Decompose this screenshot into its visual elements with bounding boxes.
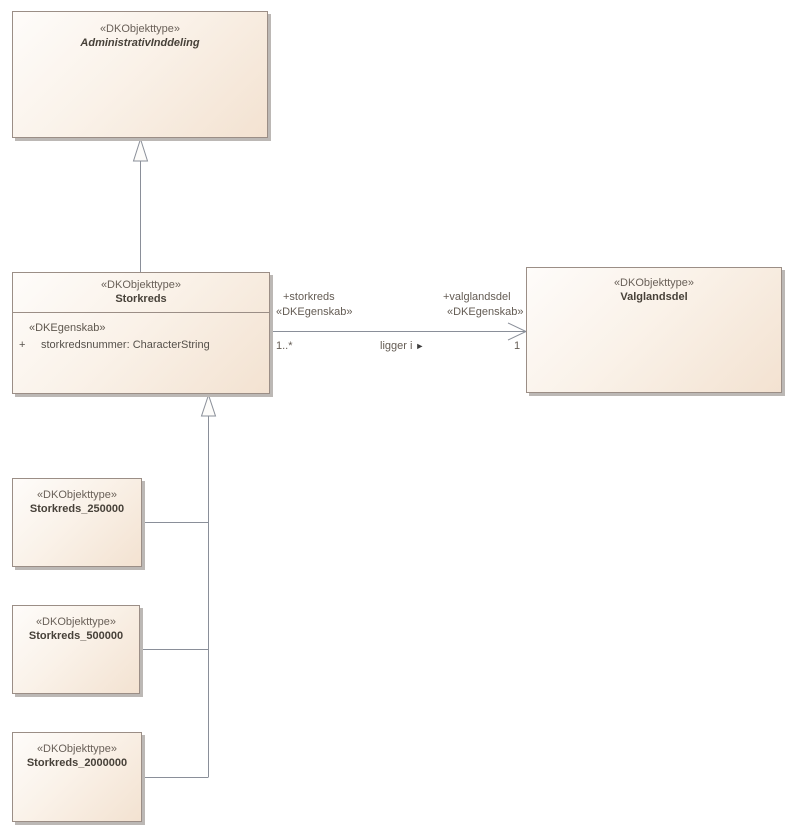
attribute-visibility: + <box>19 339 26 351</box>
class-name: Storkreds <box>115 293 167 305</box>
class-storkreds[interactable]: «DKObjekttype» Storkreds «DKEgenskab» + … <box>12 272 270 394</box>
class-header: «DKObjekttype» Storkreds_500000 <box>13 606 139 644</box>
generalization-subtypes-to-storkreds[interactable] <box>140 393 217 778</box>
class-storkreds-250000[interactable]: «DKObjekttype» Storkreds_250000 <box>12 478 142 567</box>
attribute-storkredsnummer[interactable]: + storkredsnummer: CharacterString <box>13 338 269 352</box>
association-target-multiplicity: 1 <box>514 340 521 352</box>
association-source-multiplicity: 1..* <box>276 340 293 352</box>
association-target-role: +valglandsdel <box>443 291 511 303</box>
class-stereotype: «DKObjekttype» <box>613 277 695 289</box>
class-stereotype: «DKObjekttype» <box>35 616 117 628</box>
class-header: «DKObjekttype» Storkreds_2000000 <box>13 733 141 771</box>
association-storkreds-valglandsdel[interactable] <box>270 322 528 341</box>
class-header: «DKObjekttype» Storkreds <box>13 273 269 312</box>
association-name-label: ligger i► <box>380 340 424 353</box>
class-stereotype: «DKObjekttype» <box>99 23 181 35</box>
generalization-storkreds-to-administrativinddeling[interactable] <box>132 137 149 272</box>
class-header: «DKObjekttype» AdministrativInddeling <box>13 12 267 51</box>
association-direction-arrow-icon: ► <box>415 341 425 351</box>
attribute-text: storkredsnummer: CharacterString <box>41 339 210 351</box>
generalization-arrowhead <box>200 393 217 417</box>
attributes-stereotype: «DKEgenskab» <box>29 322 106 334</box>
association-name: ligger i <box>380 340 413 352</box>
generalization-arrowhead <box>132 137 149 162</box>
class-name: Storkreds_250000 <box>29 503 125 515</box>
class-stereotype: «DKObjekttype» <box>36 743 118 755</box>
class-header: «DKObjekttype» Storkreds_250000 <box>13 479 141 517</box>
class-name: Storkreds_500000 <box>28 630 124 642</box>
association-source-stereotype: «DKEgenskab» <box>276 306 353 318</box>
class-header: «DKObjekttype» Valglandsdel <box>527 268 781 305</box>
class-stereotype: «DKObjekttype» <box>36 489 118 501</box>
association-target-stereotype: «DKEgenskab» <box>447 306 524 318</box>
class-storkreds-500000[interactable]: «DKObjekttype» Storkreds_500000 <box>12 605 140 694</box>
class-administrativinddeling[interactable]: «DKObjekttype» AdministrativInddeling <box>12 11 268 138</box>
class-storkreds-2000000[interactable]: «DKObjekttype» Storkreds_2000000 <box>12 732 142 822</box>
association-source-role: +storkreds <box>283 291 335 303</box>
class-name: Storkreds_2000000 <box>26 757 128 769</box>
class-valglandsdel[interactable]: «DKObjekttype» Valglandsdel <box>526 267 782 393</box>
class-stereotype: «DKObjekttype» <box>100 279 182 291</box>
storkreds-attributes-compartment: «DKEgenskab» + storkredsnummer: Characte… <box>13 312 269 393</box>
class-name: Valglandsdel <box>620 291 688 303</box>
class-name: AdministrativInddeling <box>80 37 200 49</box>
